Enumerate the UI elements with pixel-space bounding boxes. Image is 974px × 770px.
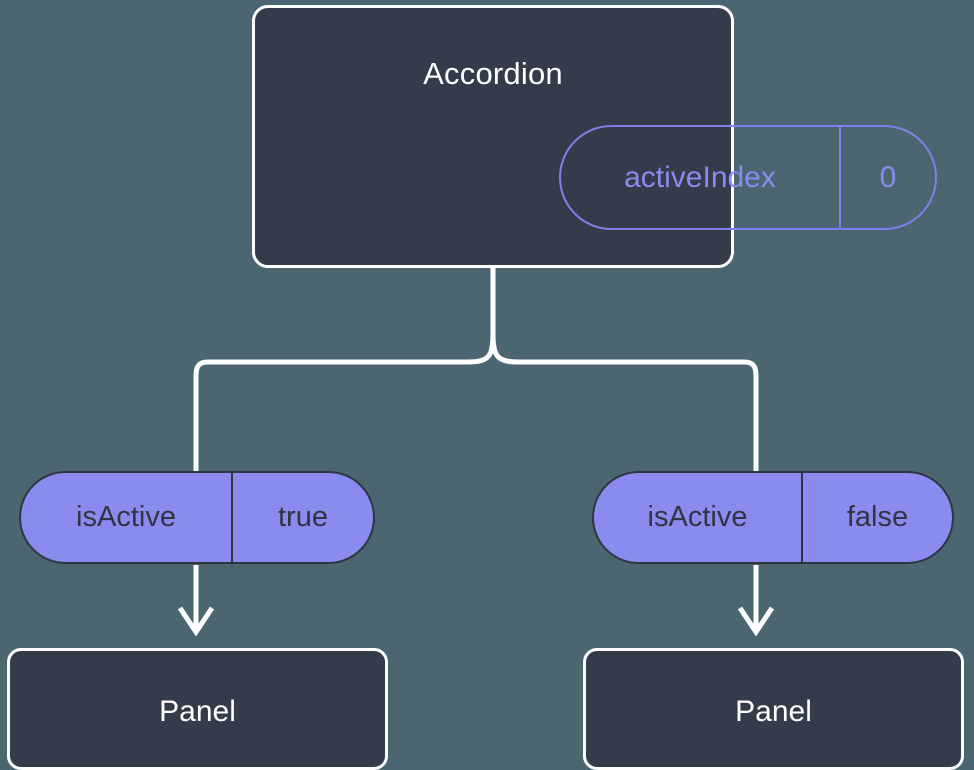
prop-key-label-right: isActive xyxy=(594,473,803,562)
prop-value-label-left: true xyxy=(278,501,328,533)
panel-node-left[interactable]: Panel xyxy=(7,648,388,770)
panel-title-left: Panel xyxy=(159,695,236,728)
panel-title-right: Panel xyxy=(735,695,812,728)
accordion-title: Accordion xyxy=(423,56,563,91)
connector-branch-left xyxy=(193,333,496,471)
arrow-head-left xyxy=(177,606,215,637)
arrow-head-right xyxy=(737,606,775,637)
connector-branch-right xyxy=(490,333,759,471)
prop-pill-left[interactable]: isActive true xyxy=(19,471,375,564)
panel-node-right[interactable]: Panel xyxy=(583,648,964,770)
accordion-node[interactable]: Accordion activeIndex 0 xyxy=(252,5,937,268)
prop-pill-right[interactable]: isActive false xyxy=(592,471,954,564)
state-value-label: 0 xyxy=(879,160,897,194)
state-key-label: activeIndex xyxy=(561,127,841,228)
prop-key-label-left: isActive xyxy=(21,473,233,562)
state-pill-active-index[interactable]: activeIndex 0 xyxy=(559,125,937,230)
prop-value-label-right: false xyxy=(846,501,909,533)
